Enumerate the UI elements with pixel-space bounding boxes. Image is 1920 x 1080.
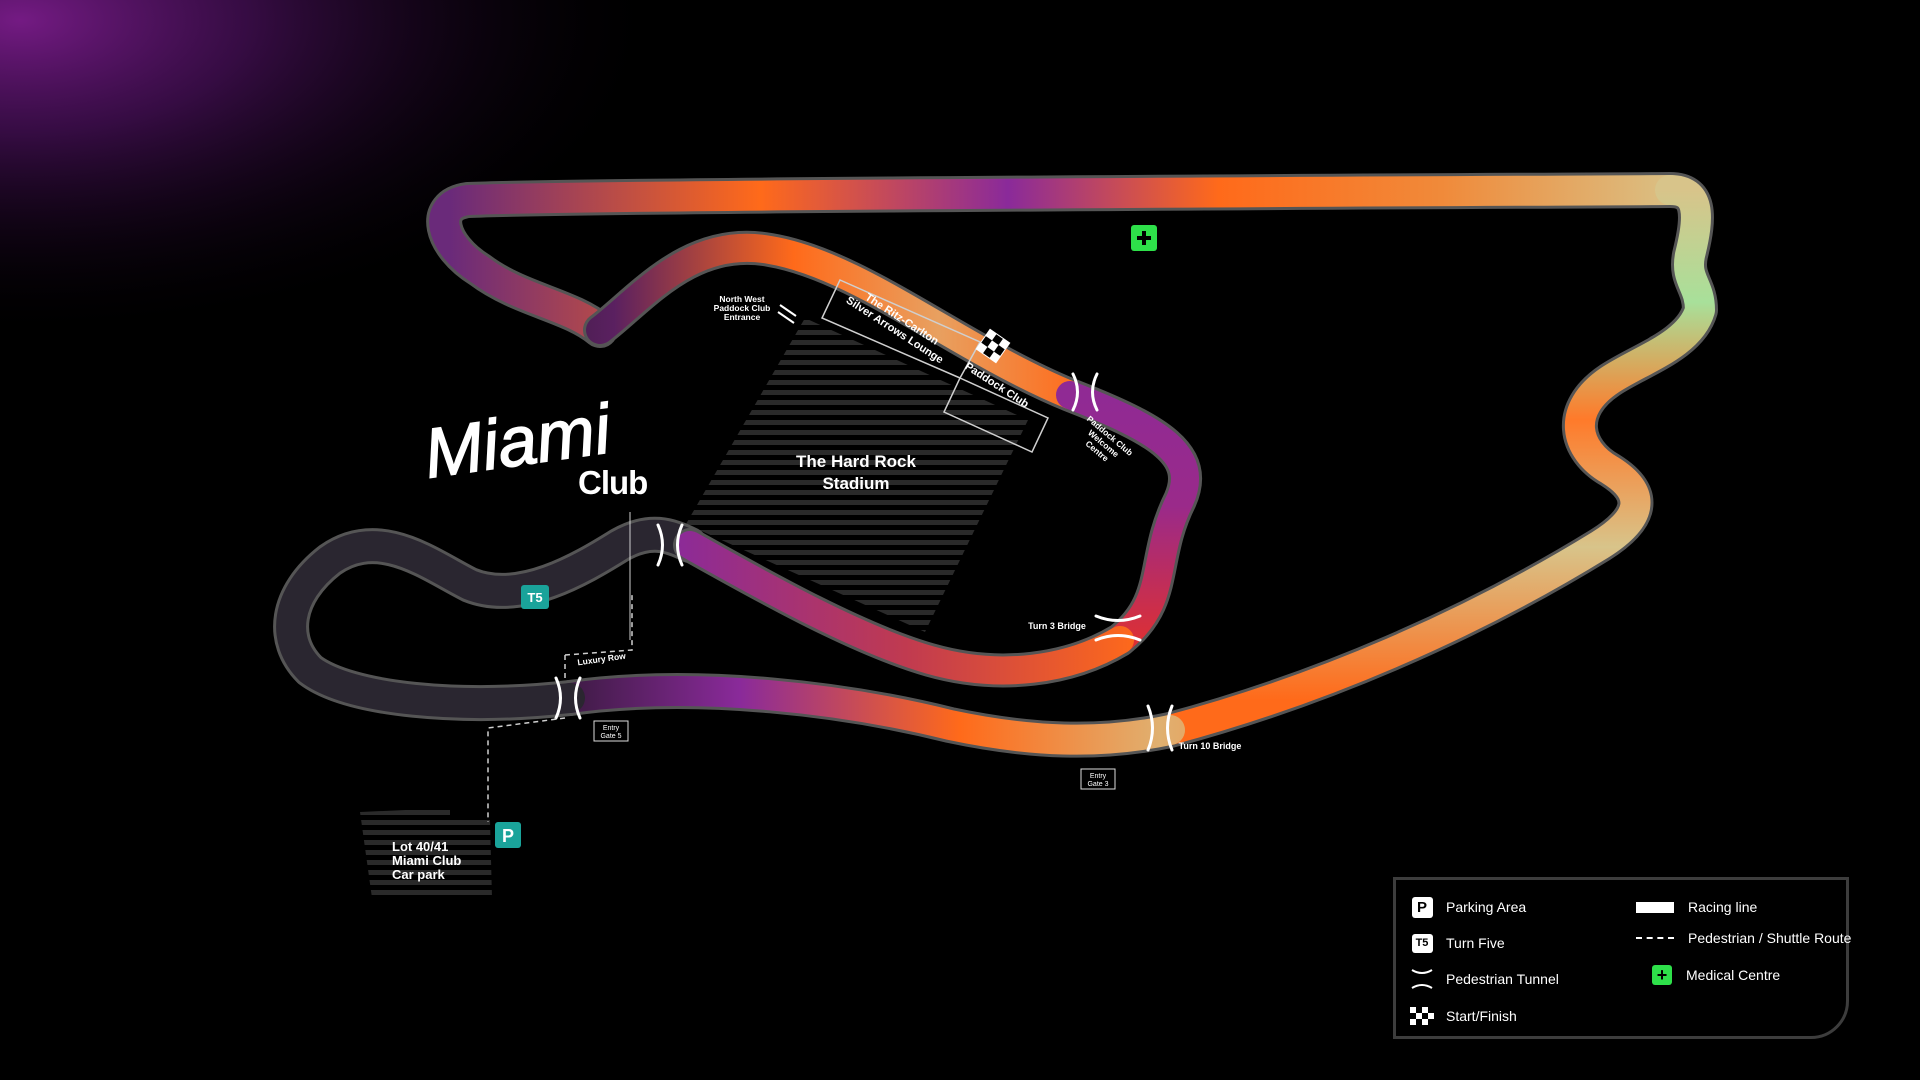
medical-centre-icon [1131, 225, 1157, 251]
start-finish-icon [1410, 1005, 1434, 1027]
pedestrian-route [487, 595, 633, 822]
legend-item-pedestrian-shuttle: Pedestrian / Shuttle Route [1636, 930, 1851, 946]
legend: P Parking Area T5 Turn Five Pedestrian T… [1393, 877, 1851, 1039]
stadium-area [686, 318, 1028, 632]
pedestrian-tunnel-icon [1094, 614, 1142, 642]
legend-label-racing-line: Racing line [1688, 899, 1758, 915]
legend-label-parking: Parking Area [1446, 899, 1527, 915]
pedestrian-shuttle-icon [1636, 937, 1674, 939]
legend-item-turn-five: T5 Turn Five [1410, 932, 1505, 954]
t5-badge-text: T5 [527, 590, 542, 605]
entry-gate-a: Entry Gate 5 [593, 720, 629, 742]
legend-item-parking: P Parking Area [1410, 896, 1526, 918]
racing-line [276, 175, 1715, 755]
legend-item-start-finish: Start/Finish [1410, 1005, 1517, 1027]
carpark-area [360, 808, 492, 898]
legend-label-start-finish: Start/Finish [1446, 1008, 1517, 1024]
carpark-label-2: Miami Club [392, 853, 461, 868]
turn-five-marker: T5 [521, 585, 549, 609]
pedestrian-tunnel-icon [1071, 372, 1099, 412]
entry-gate-a-line1: Entry [603, 725, 620, 732]
parking-badge-text: P [502, 826, 514, 846]
start-finish-marker [975, 328, 1011, 364]
entry-gate-b: Entry Gate 3 [1080, 768, 1116, 790]
entry-gate-b-line2: Gate 3 [1087, 781, 1108, 788]
pedestrian-tunnel-icon [656, 523, 684, 567]
turn3-bridge-label: Turn 3 Bridge [1028, 621, 1086, 631]
legend-label-pedestrian-tunnel: Pedestrian Tunnel [1446, 971, 1559, 987]
pedestrian-tunnel-icon [554, 676, 582, 720]
entry-gate-b-line1: Entry [1090, 773, 1107, 780]
pedestrian-tunnel-icon [1146, 704, 1174, 752]
nw-entrance-label-1: North West [719, 294, 764, 304]
parking-marker: P [495, 822, 521, 848]
pedestrian-tunnel-icon [1410, 968, 1434, 990]
stadium-label-line2: Stadium [822, 474, 889, 493]
carpark-label-3: Car park [392, 867, 446, 882]
medical-centre-icon: + [1650, 964, 1674, 986]
paddock-buildings [820, 279, 1050, 453]
turn-five-icon: T5 [1410, 932, 1434, 954]
logo-word: Club [578, 464, 647, 501]
parking-icon: P [1410, 896, 1434, 918]
legend-item-medical-centre: + Medical Centre [1650, 964, 1780, 986]
nw-entrance-label-2: Paddock Club [714, 303, 771, 313]
legend-label-medical-centre: Medical Centre [1686, 967, 1781, 983]
legend-label-turn-five: Turn Five [1446, 935, 1505, 951]
legend-item-racing-line: Racing line [1636, 899, 1757, 915]
carpark-label-1: Lot 40/41 [392, 839, 448, 854]
nw-entrance-label-3: Entrance [724, 312, 761, 322]
entry-gate-a-line2: Gate 5 [600, 733, 621, 740]
legend-item-pedestrian-tunnel: Pedestrian Tunnel [1410, 968, 1559, 990]
turn10-bridge-label: Turn 10 Bridge [1179, 741, 1242, 751]
racing-line-icon [1636, 901, 1674, 913]
stadium-label-line1: The Hard Rock [796, 452, 917, 471]
legend-label-pedestrian-shuttle: Pedestrian / Shuttle Route [1688, 930, 1852, 946]
